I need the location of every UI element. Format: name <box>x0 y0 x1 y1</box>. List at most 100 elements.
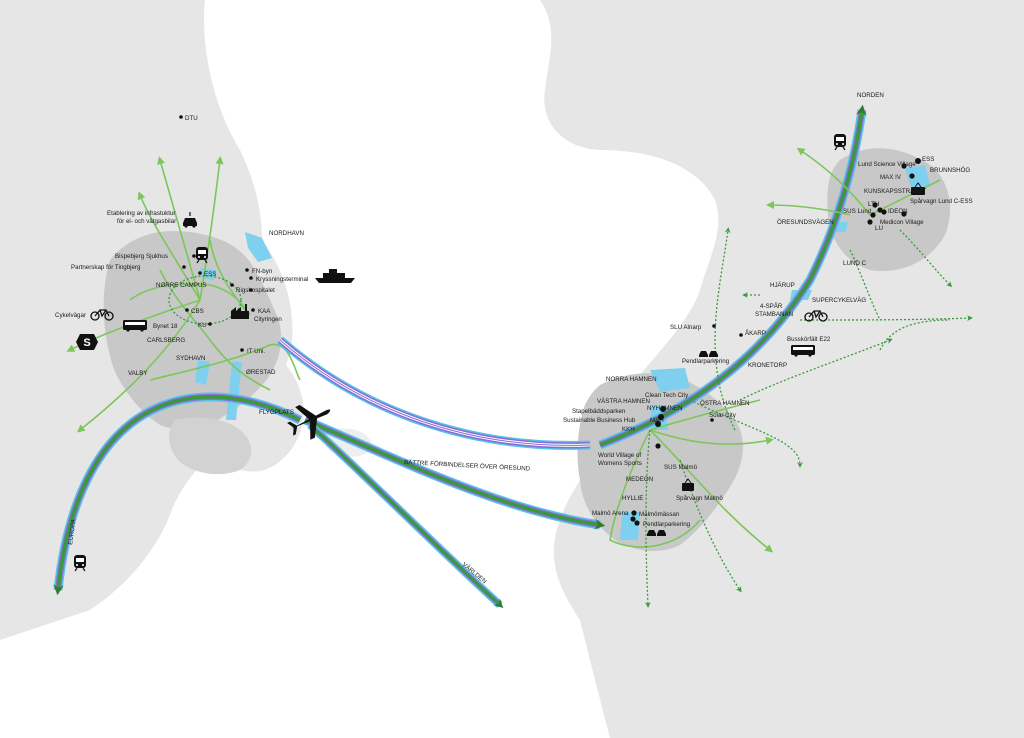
label-cbs: CBS <box>191 308 204 315</box>
cph-metro-dotted <box>168 275 242 325</box>
corridors <box>53 104 867 609</box>
norra-hamnen-zone <box>650 368 690 392</box>
parking-car-icon-2 <box>647 530 666 536</box>
bicycle-icon-cph <box>90 309 114 321</box>
label-rigshospitalet: Rigshospitalet <box>236 287 275 294</box>
orestad-zone <box>226 362 242 420</box>
label-it-uni: IT Uni. <box>247 348 265 355</box>
label-busskorfalt: Busskörfält E22 <box>787 336 831 343</box>
label-lund-science: Lund Science Village <box>858 161 916 168</box>
label-mah: MAH <box>650 417 664 424</box>
tram-icon-lund <box>911 182 925 195</box>
label-stambanan: STAMBANAN <box>755 311 793 318</box>
label-sustainable: Sustainable Business Hub <box>563 417 636 424</box>
label-medicon: Medicon Village <box>880 219 924 226</box>
svg-text:S: S <box>83 337 90 349</box>
label-ostra-hamnen: ÖSTRA HAMNEN <box>700 400 750 407</box>
label-sus-malmo: SUS Malmö <box>664 464 698 471</box>
label-infra-2: för el- och vätgasbilar <box>117 218 176 225</box>
factory-icon <box>231 304 249 319</box>
airplane-icon <box>287 404 331 440</box>
label-brunnshog: BRUNNSHÖG <box>930 167 970 174</box>
label-sparvagn-lund: Spårvagn Lund C-ESS <box>910 198 973 205</box>
label-akarp: ÅKARP <box>745 330 766 337</box>
cruise-ship-icon <box>315 269 355 283</box>
label-oresundsvagen: ÖRESUNDSVÄGEN <box>777 219 834 226</box>
scania-land <box>540 0 1024 738</box>
label-lund-c: LUND C <box>843 260 867 267</box>
label-europa: EUROPA <box>67 518 78 545</box>
brunnshog-zone <box>905 165 930 190</box>
label-orestad: ØRESTAD <box>246 369 276 376</box>
parking-car-icon-1 <box>699 351 718 357</box>
label-partnerskap: Partnerskap för Tingbjerg <box>71 264 141 271</box>
label-hyllie: HYLLIE <box>622 495 643 502</box>
label-infra-1: Etablering av infrastuktur <box>107 210 175 217</box>
label-cityringen: Cityringen <box>254 316 282 323</box>
s-train-icon: S <box>76 334 98 350</box>
label-malmo-arena: Malmö Arena <box>592 510 629 517</box>
bus-icon-lund <box>791 345 815 357</box>
label-lu: LU <box>875 225 883 232</box>
label-max-iv: MAX IV <box>880 174 902 181</box>
label-sus-lund: SUS Lund <box>843 208 872 215</box>
label-world-village-1: World Village of <box>598 452 641 459</box>
label-fn-byn: FN-byn <box>252 268 273 275</box>
label-kryssning: Kryssningsterminal <box>256 276 308 283</box>
label-cykelvagar: Cykelvägar <box>55 312 86 319</box>
corridor-norden <box>598 104 867 450</box>
label-sydhavn: SYDHAVN <box>176 355 205 362</box>
train-icon-cph <box>196 247 208 264</box>
electric-car-icon <box>183 212 197 228</box>
label-kaa: KAA <box>258 308 271 315</box>
label-clean-tech: Clean Tech City <box>645 392 689 399</box>
label-dtu: DTU <box>185 115 198 122</box>
scania-local-routes <box>609 147 941 553</box>
place-labels: DTU Etablering av infrastuktur för el- o… <box>55 92 973 585</box>
label-sparvagn-malmo: Spårvagn Malmö <box>676 495 723 502</box>
icons: S <box>74 134 925 572</box>
label-norra-hamnen: NORRA HAMNEN <box>606 376 657 383</box>
corridor-bridge <box>277 336 591 450</box>
train-icon-europa <box>74 555 86 572</box>
label-malmomassan: Malmömässan <box>639 511 680 518</box>
label-carlsberg: CARLSBERG <box>147 337 185 344</box>
label-solar-city: Solar City <box>709 412 737 419</box>
label-medeon: MEDEON <box>626 476 653 483</box>
label-kkh: KKH <box>622 426 635 433</box>
label-kunskapsstraket: KUNSKAPSSTRÅKET <box>864 188 926 195</box>
nordhavn-zone <box>245 232 272 262</box>
copenhagen-south-urban <box>168 417 252 475</box>
label-ess-cph: ESS <box>204 271 216 278</box>
label-kronetorp: KRONETORP <box>748 362 787 369</box>
label-slu-alnarp: SLU Alnarp <box>670 324 702 331</box>
label-pendlarparkering-1: Pendlarparkering <box>682 358 730 365</box>
label-stapelbadds: Stapelbäddsparken <box>572 408 626 415</box>
label-bispebjerg: Bispebjerg Sjukhus <box>115 253 168 260</box>
scania-dotted-routes <box>644 227 973 608</box>
label-supercykelvag: SUPERCYKELVÄG <box>812 297 866 304</box>
label-world-village-2: Womens Sports <box>598 460 642 467</box>
label-vastra-hamnen: VÄSTRA HAMNEN <box>597 398 650 405</box>
label-flygplats: FLYGPLATS <box>259 409 294 416</box>
label-fyra-spar: 4-SPÅR <box>760 303 783 310</box>
label-ku: KU <box>198 322 207 329</box>
label-nyhamnen: NYHAMNEN <box>647 405 682 412</box>
corridor-europa <box>53 392 303 596</box>
label-nordhavn: NORDHAVN <box>269 230 304 237</box>
label-bynet: Bynet 18 <box>153 323 178 330</box>
bicycle-icon-lund <box>804 310 828 322</box>
label-ideon: IDEON <box>888 208 908 215</box>
point-markers <box>179 115 921 526</box>
tram-icon-malmo <box>682 478 694 491</box>
label-pendlarparkering-2: Pendlarparkering <box>643 521 691 528</box>
label-valby: VALBY <box>128 370 148 377</box>
label-norre-campus: NØRRE CAMPUS <box>156 282 207 289</box>
label-hjarup: HJÄRUP <box>770 282 795 289</box>
corridor-oresund <box>303 415 606 530</box>
label-ess-lund: ESS <box>922 156 934 163</box>
label-lth: LTH <box>868 201 879 208</box>
label-norden: NORDEN <box>857 92 884 99</box>
